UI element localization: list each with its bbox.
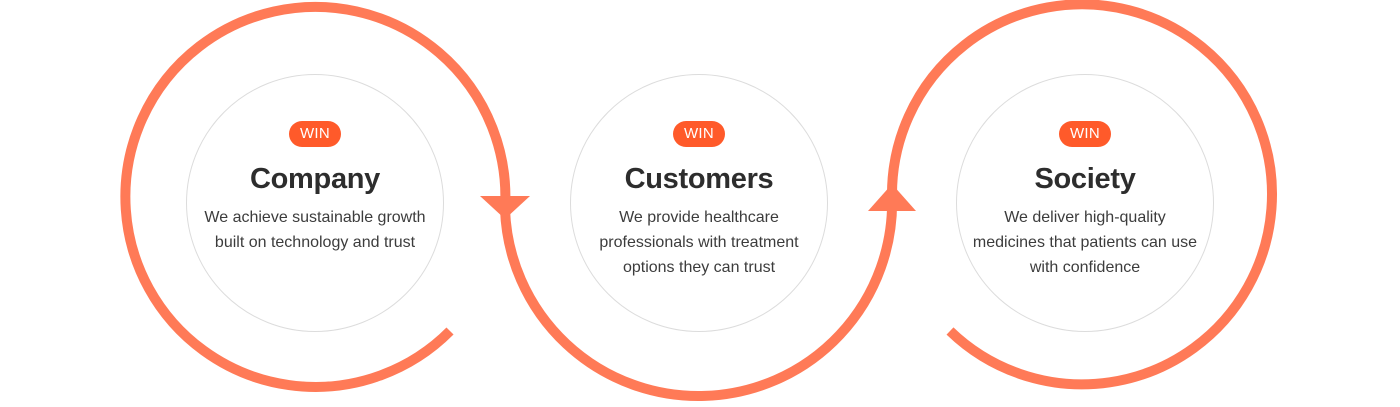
- win-badge: WIN: [1058, 121, 1112, 147]
- customers-description: We provide healthcare professionals with…: [599, 209, 799, 276]
- company-title: Company: [249, 163, 381, 195]
- customers-ring-arc: [500, 195, 898, 402]
- down-arrow-icon: [480, 196, 530, 219]
- company-circle: WIN Company We achieve sustainable growt…: [186, 74, 444, 332]
- customers-circle: WIN Customers We provide healthcare prof…: [570, 74, 828, 332]
- win-badge: WIN: [288, 121, 342, 147]
- up-arrow-icon: [868, 184, 916, 211]
- society-ring-arc: [886, 0, 1277, 390]
- society-description: We deliver high-quality medicines that p…: [972, 209, 1198, 276]
- society-circle: WIN Society We deliver high-quality medi…: [956, 74, 1214, 332]
- society-title: Society: [1034, 163, 1136, 195]
- customers-title: Customers: [624, 163, 774, 195]
- company-ring-arc: [120, 1, 511, 392]
- win-badge: WIN: [672, 121, 726, 147]
- company-description: We achieve sustainable growth built on t…: [204, 209, 426, 251]
